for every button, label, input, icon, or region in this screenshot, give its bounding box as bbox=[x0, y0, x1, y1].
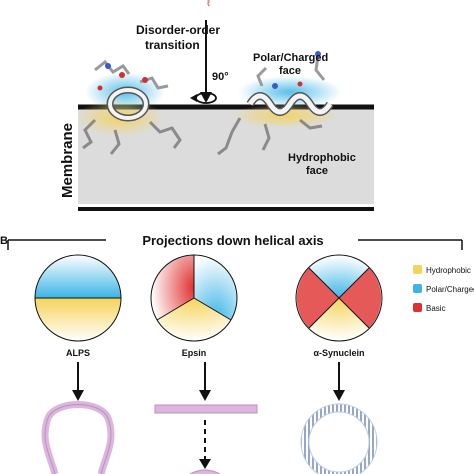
legend-swatch-basic bbox=[413, 303, 422, 312]
vesicle-neck-alps bbox=[41, 401, 115, 474]
helix-end-view bbox=[75, 59, 182, 155]
vesicle-neck-alps-outline bbox=[44, 404, 112, 474]
arrow-epsin bbox=[199, 362, 211, 401]
helix-side-view bbox=[217, 51, 342, 156]
legend-label-polar: Polar/Charged bbox=[426, 285, 474, 294]
rotation-label: 90° bbox=[212, 71, 229, 83]
wheel-label-alps: ALPS bbox=[66, 348, 90, 358]
transition-arrow bbox=[200, 20, 212, 103]
wheel-epsin bbox=[150, 254, 238, 342]
epsin-bud bbox=[189, 469, 221, 474]
panel-b-label: B bbox=[0, 235, 8, 247]
epsin-dashed-arrow bbox=[199, 420, 211, 469]
hydrophobic-label-line2: face bbox=[306, 165, 328, 177]
wheel-alpha-synuclein bbox=[295, 254, 383, 342]
legend-label-basic: Basic bbox=[426, 304, 446, 313]
arrow-alps bbox=[72, 362, 84, 401]
panel-b: B Projections down helical axis bbox=[0, 233, 474, 474]
transition-label-line1: Disorder-order bbox=[136, 23, 220, 37]
legend-label-hydrophobic: Hydrophobic bbox=[426, 266, 471, 275]
legend: Hydrophobic Polar/Charged Basic bbox=[413, 265, 474, 313]
wheel-label-epsin: Epsin bbox=[182, 348, 207, 358]
polar-label-line2: face bbox=[279, 65, 301, 77]
legend-swatch-hydrophobic bbox=[413, 265, 422, 274]
hydrophobic-label-line1: Hydrophobic bbox=[288, 152, 356, 164]
panel-a: ℓ Disorder-order transition 90° Membrane bbox=[59, 0, 374, 211]
epsin-membrane-strip bbox=[154, 404, 258, 414]
vesicle-inner-line bbox=[308, 411, 370, 473]
legend-swatch-polar bbox=[413, 284, 422, 293]
polar-label-line1: Polar/Charged bbox=[253, 52, 328, 64]
arrow-alpha-synuclein bbox=[333, 362, 345, 401]
transition-label-line2: transition bbox=[145, 38, 200, 52]
projection-title: Projections down helical axis bbox=[142, 233, 323, 248]
vesicle-outer-line bbox=[300, 403, 378, 474]
projection-bracket bbox=[7, 239, 463, 250]
vesicle-alpha-synuclein bbox=[301, 404, 377, 474]
wheel-label-alpha-synuclein: α-Synuclein bbox=[313, 348, 364, 358]
top-cut-glyph: ℓ bbox=[207, 0, 211, 9]
wheel-alps bbox=[34, 254, 122, 342]
membrane-label: Membrane bbox=[59, 123, 76, 198]
